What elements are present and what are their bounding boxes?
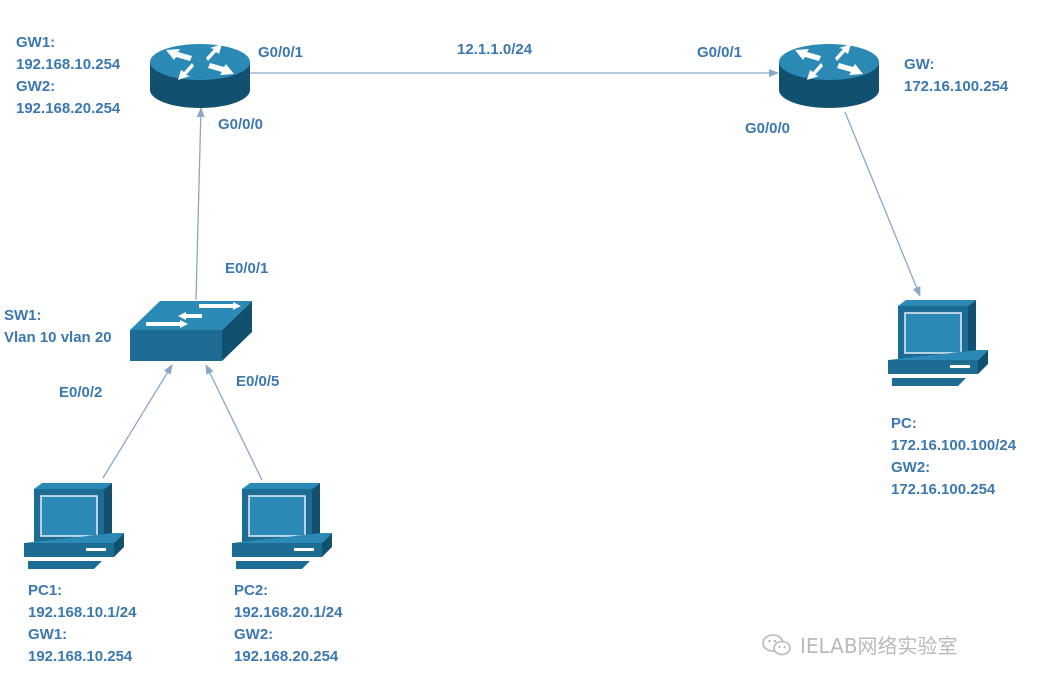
- label-line: GW1:: [16, 34, 56, 51]
- label-line: 172.16.100.254: [891, 481, 996, 498]
- computer-icon[interactable]: [887, 299, 989, 387]
- router-icon[interactable]: [779, 44, 879, 108]
- router1-port-g000: G0/0/0: [218, 116, 264, 133]
- router1-gateway-label: GW1: 192.168.10.254 GW2: 192.168.20.254: [16, 32, 120, 120]
- pc3-label: PC: 172.16.100.100/24 GW2: 172.16.100.25…: [891, 413, 1016, 501]
- router2-gateway-label: GW: 172.16.100.254: [904, 54, 1008, 98]
- computer-icon[interactable]: [231, 482, 333, 570]
- wan-subnet-label: 12.1.1.0/24: [457, 41, 533, 58]
- router1-port-g001: G0/0/1: [258, 44, 304, 61]
- switch-port-e002: E0/0/2: [59, 384, 103, 401]
- router-icon[interactable]: [150, 44, 250, 108]
- label-line: PC1:: [28, 582, 63, 599]
- label-line: Vlan 10 vlan 20: [4, 329, 112, 346]
- router2-port-g000: G0/0/0: [745, 120, 791, 137]
- switch-label: SW1: Vlan 10 vlan 20: [4, 305, 112, 349]
- computer-icon[interactable]: [23, 482, 125, 570]
- label-line: PC:: [891, 415, 917, 432]
- label-line: 192.168.10.1/24: [28, 604, 137, 621]
- label-line: SW1:: [4, 307, 42, 324]
- router2-port-g001: G0/0/1: [697, 44, 743, 61]
- label-line: 192.168.20.1/24: [234, 604, 343, 621]
- label-line: GW:: [904, 56, 935, 73]
- switch-port-e001: E0/0/1: [225, 260, 269, 277]
- label-line: PC2:: [234, 582, 269, 599]
- label-line: 192.168.10.254: [16, 56, 121, 73]
- pc1-switch-link: [102, 364, 173, 479]
- label-line: GW2:: [891, 459, 931, 476]
- pc2-label: PC2: 192.168.20.1/24 GW2: 192.168.20.254: [234, 580, 342, 668]
- watermark-text: IELAB网络实验室: [800, 634, 958, 658]
- wechat-icon: [762, 633, 791, 655]
- watermark: IELAB网络实验室: [762, 630, 958, 659]
- label-line: GW2:: [234, 626, 274, 643]
- label-line: 192.168.20.254: [16, 100, 121, 117]
- label-line: 172.16.100.254: [904, 78, 1009, 95]
- label-line: GW2:: [16, 78, 56, 95]
- label-line: 192.168.10.254: [28, 648, 133, 665]
- label-line: GW1:: [28, 626, 68, 643]
- router-pc-link: [844, 111, 921, 297]
- pc1-label: PC1: 192.168.10.1/24 GW1: 192.168.10.254: [28, 580, 136, 668]
- label-line: 172.16.100.100/24: [891, 437, 1017, 454]
- label-line: 192.168.20.254: [234, 648, 339, 665]
- pc2-switch-link: [205, 364, 263, 481]
- switch-router-link: [195, 107, 205, 301]
- switch-icon[interactable]: [130, 301, 252, 361]
- switch-port-e005: E0/0/5: [236, 373, 280, 390]
